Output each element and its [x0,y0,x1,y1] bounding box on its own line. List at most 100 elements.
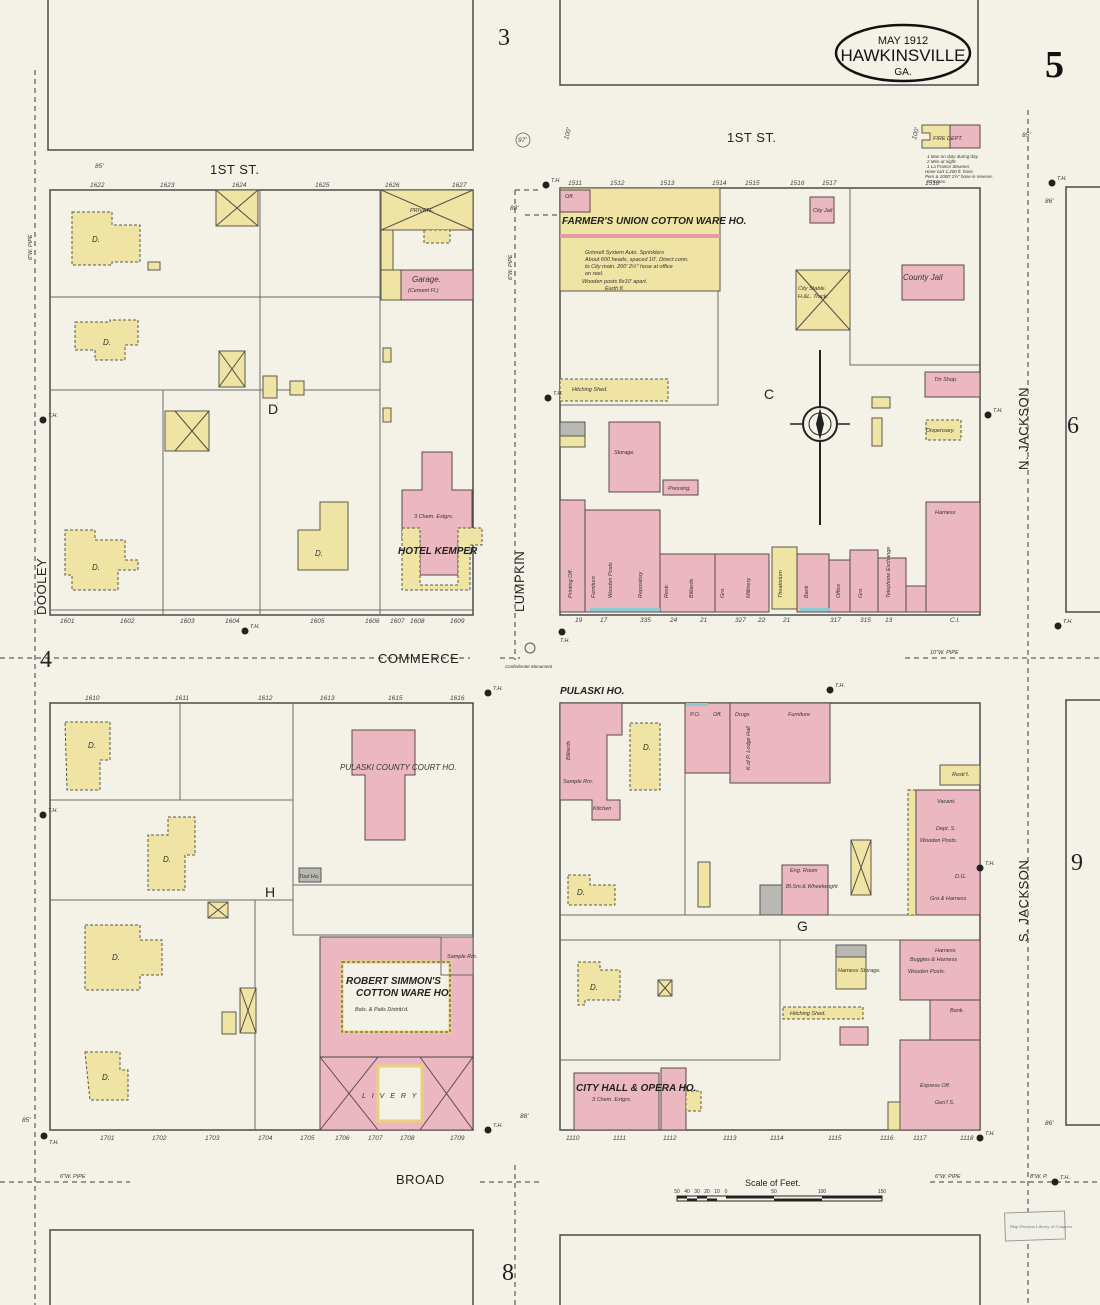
block-d-buildings: D. PRIVATE. Garage. (Cement Fl.) D. D. D… [64,189,483,591]
house-number: 1704 [258,1135,273,1142]
house-number: 315 [860,617,871,624]
hydrant-label: T.H. [553,391,563,397]
dwelling-label: D. [643,743,651,752]
house-number: 1113 [723,1135,737,1142]
billiards-label: Billiards [566,740,572,760]
house-number: 1705 [300,1135,315,1142]
block-letter-d: D [268,401,278,417]
pipe-label: 6"W. PIPE [935,1174,961,1180]
note-line: Pers & 1000' 2½" hose in reserve. [925,173,993,179]
house-number: 1115 [828,1135,842,1142]
fire-hydrant-icon [484,1126,492,1134]
street-first-left: 1ST ST. [210,162,260,177]
block-g-buildings: PULASKI HO. Billiards Sample Rm. Kitchen… [559,686,981,1131]
fire-hydrant-icon [241,627,249,635]
telephone-exchange-label: Telephone Exchange [886,547,892,598]
simmons-note: Bals. & Pails Distrib'd. [355,1007,409,1013]
house-number: 1601 [60,618,75,625]
note-line: 2 Men at night. [926,159,957,164]
note-line: About 600 heads, spaced 10'. Direct conn… [584,257,688,263]
house-number: 1516 [790,180,805,187]
house-number: 1623 [160,182,175,189]
pipe-label: 6"W. PIPE [60,1174,86,1180]
dwelling-label: D. [102,1073,110,1082]
house-number: 1611 [175,695,189,702]
street-n-jackson: N. JACKSON [1016,387,1031,470]
house-number: 1616 [450,695,465,702]
scale-tick: 150 [878,1189,887,1195]
note-line: 1 La France Steamer. [927,164,970,169]
adjacent-sheet-right-lower: 9 [1071,850,1083,876]
adjacent-sheet-left: 4 [40,647,52,673]
repository-label: Repository [638,570,644,598]
grocery-label: Gro. [858,587,864,598]
fire-hydrant-icon [542,181,550,189]
scale-tick: 20 [704,1189,710,1195]
house-number: 1518 [925,180,940,187]
stamp-text: Map Division Library of Congress [1010,1224,1072,1229]
note-line: 1 Man on duty during day. [927,154,979,159]
street-labels: 1ST ST. 1ST ST. COMMERCE BROAD DOOLEY LU… [28,130,1048,1187]
house-number: 21 [782,617,791,624]
tin-shop-label: Tin Shop. [934,377,958,383]
scale-tick: 100 [818,1189,827,1195]
elevation-label: 85' [95,163,104,170]
hitching-shed-label: Hitching Shed. [790,1011,826,1017]
storage-label: Storage. [614,450,635,456]
city-hall-note: 3 Chem. Extgrs. [592,1097,631,1103]
pipe-label: 8"W. P. [1030,1174,1048,1180]
pressing-label: Pressing. [668,486,691,492]
library-stamp: Map Division Library of Congress [1004,1210,1072,1242]
note-line: Hose cart 1,200 ft. hose. [925,169,974,174]
drugs-label: Drugs [735,712,750,718]
sample-room-label: Sample Rm. [563,779,593,785]
hydrant-label: T.H. [1060,1175,1070,1181]
note-line: Grinnell System Auto. Sprinklers [585,250,664,256]
dwelling-label: D. [577,888,585,897]
scale-tick: 50 [674,1189,680,1195]
wooden-posts-label: Wooden Posts. [920,838,957,844]
elevation-label: 86' [1045,1120,1054,1127]
house-number: 1517 [822,180,837,187]
hydrant-label: T.H. [1057,176,1067,182]
billiards-label: Billiards [689,578,695,598]
theatorium-label: Theatorium [778,570,784,598]
house-number: 1608 [410,618,425,625]
house-number: 1624 [232,182,247,189]
blacksmith-label: Bl.Sm.& Wheelwright [786,884,838,890]
elevation-label: 88' [510,205,519,212]
elevation-label: 100' [563,126,573,140]
dwelling-label: D. [163,855,171,864]
millinery-label: Millinery [746,577,752,598]
house-number: 1110 [566,1135,580,1142]
house-number: 1606 [365,618,380,625]
harness-label: Harness [935,948,956,954]
house-number: 21 [699,617,708,624]
hydrant-label: T.H. [49,1140,59,1146]
house-number: 1706 [335,1135,350,1142]
sample-room-label: Sample Rm. [447,954,477,960]
city-stable-label: City Stable. [798,286,826,292]
dwelling-label: D. [88,741,96,750]
office-label: Off. [713,712,722,718]
house-number: 1111 [613,1135,626,1142]
wooden-posts-label: Wooden Posts. [908,969,945,975]
block-letter-g: G [797,918,808,934]
house-number: 327 [735,617,746,624]
city-jail [809,196,835,224]
house-number: 1607 [390,618,405,625]
harness-label: Harness [935,510,956,516]
house-number: 13 [885,617,893,624]
house-number: 1612 [258,695,273,702]
house-number: 1609 [450,618,465,625]
farmers-union-label: FARMER'S UNION COTTON WARE HO. [562,216,746,227]
house-number: 1514 [712,180,727,187]
water-pipes [0,70,1100,1305]
adjacent-sheet-top: 3 [498,25,510,51]
dwelling-label: D. [103,338,111,347]
fire-hydrant-icon [544,394,552,402]
sheet-number: 5 [1045,44,1064,86]
private-label: PRIVATE. [410,208,434,214]
buggies-label: Buggies & Harness [910,957,957,963]
